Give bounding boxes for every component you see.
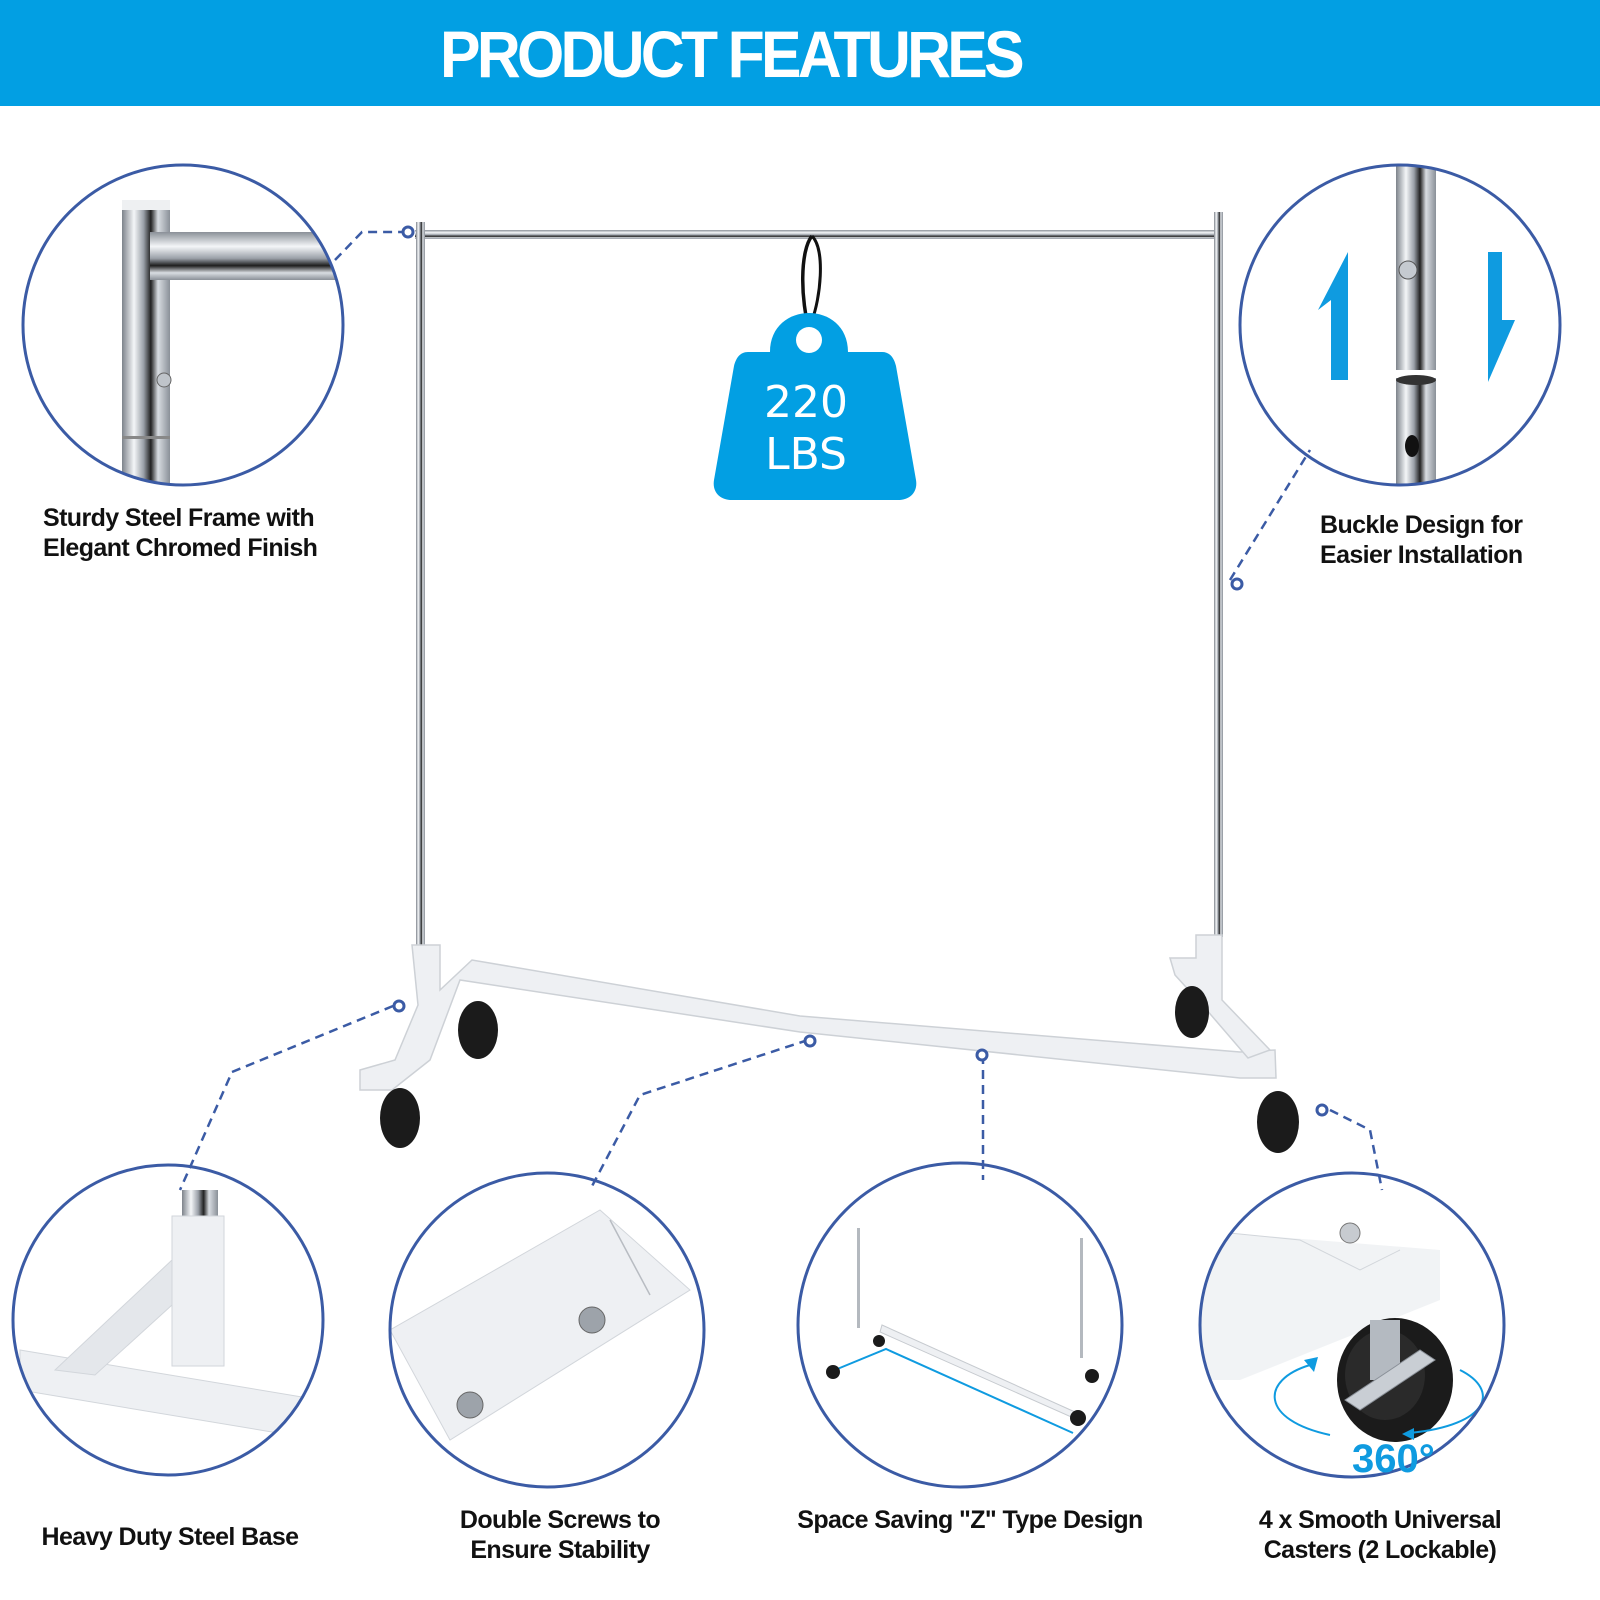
weight-value: 220 [764, 377, 848, 428]
steel-base-icon [11, 1163, 325, 1477]
caster-icon [1198, 1171, 1506, 1479]
weight-unit: LBS [765, 429, 847, 480]
screws-icon [388, 1171, 706, 1489]
feature-label-buckle: Buckle Design for Easier Installation [1320, 510, 1523, 570]
feature-label-base: Heavy Duty Steel Base [20, 1522, 320, 1552]
label-line: 4 x Smooth Universal [1258, 1506, 1502, 1534]
feature-label-frame: Sturdy Steel Frame with Elegant Chromed … [43, 503, 318, 563]
feature-label-screws: Double Screws to Ensure Stability [420, 1505, 700, 1565]
label-line: Heavy Duty Steel Base [41, 1523, 300, 1551]
label-line: Ensure Stability [470, 1536, 650, 1564]
label-line: Buckle Design for [1320, 511, 1523, 539]
z-rack-icon [796, 1161, 1124, 1489]
buckle-arrows-icon [1238, 163, 1562, 487]
header-banner: PRODUCT FEATURES [0, 0, 1600, 106]
label-line: Easier Installation [1320, 541, 1523, 569]
label-line: Sturdy Steel Frame with [43, 504, 315, 532]
feature-label-ztype: Space Saving "Z" Type Design [780, 1505, 1160, 1535]
weight-tag-icon [713, 234, 917, 500]
label-line: Double Screws to [459, 1506, 661, 1534]
connector-dots [392, 225, 1329, 1117]
chrome-joint-icon [21, 163, 345, 487]
page-title: PRODUCT FEATURES [440, 17, 1025, 91]
main-rack [359, 212, 1299, 1153]
label-line: Space Saving "Z" Type Design [797, 1506, 1143, 1534]
feature-label-casters: 4 x Smooth Universal Casters (2 Lockable… [1230, 1505, 1530, 1565]
label-line: Casters (2 Lockable) [1263, 1536, 1497, 1564]
label-line: Elegant Chromed Finish [43, 534, 318, 562]
connector-lines [178, 230, 1384, 1191]
rotation-badge: 360° [1352, 1437, 1435, 1481]
